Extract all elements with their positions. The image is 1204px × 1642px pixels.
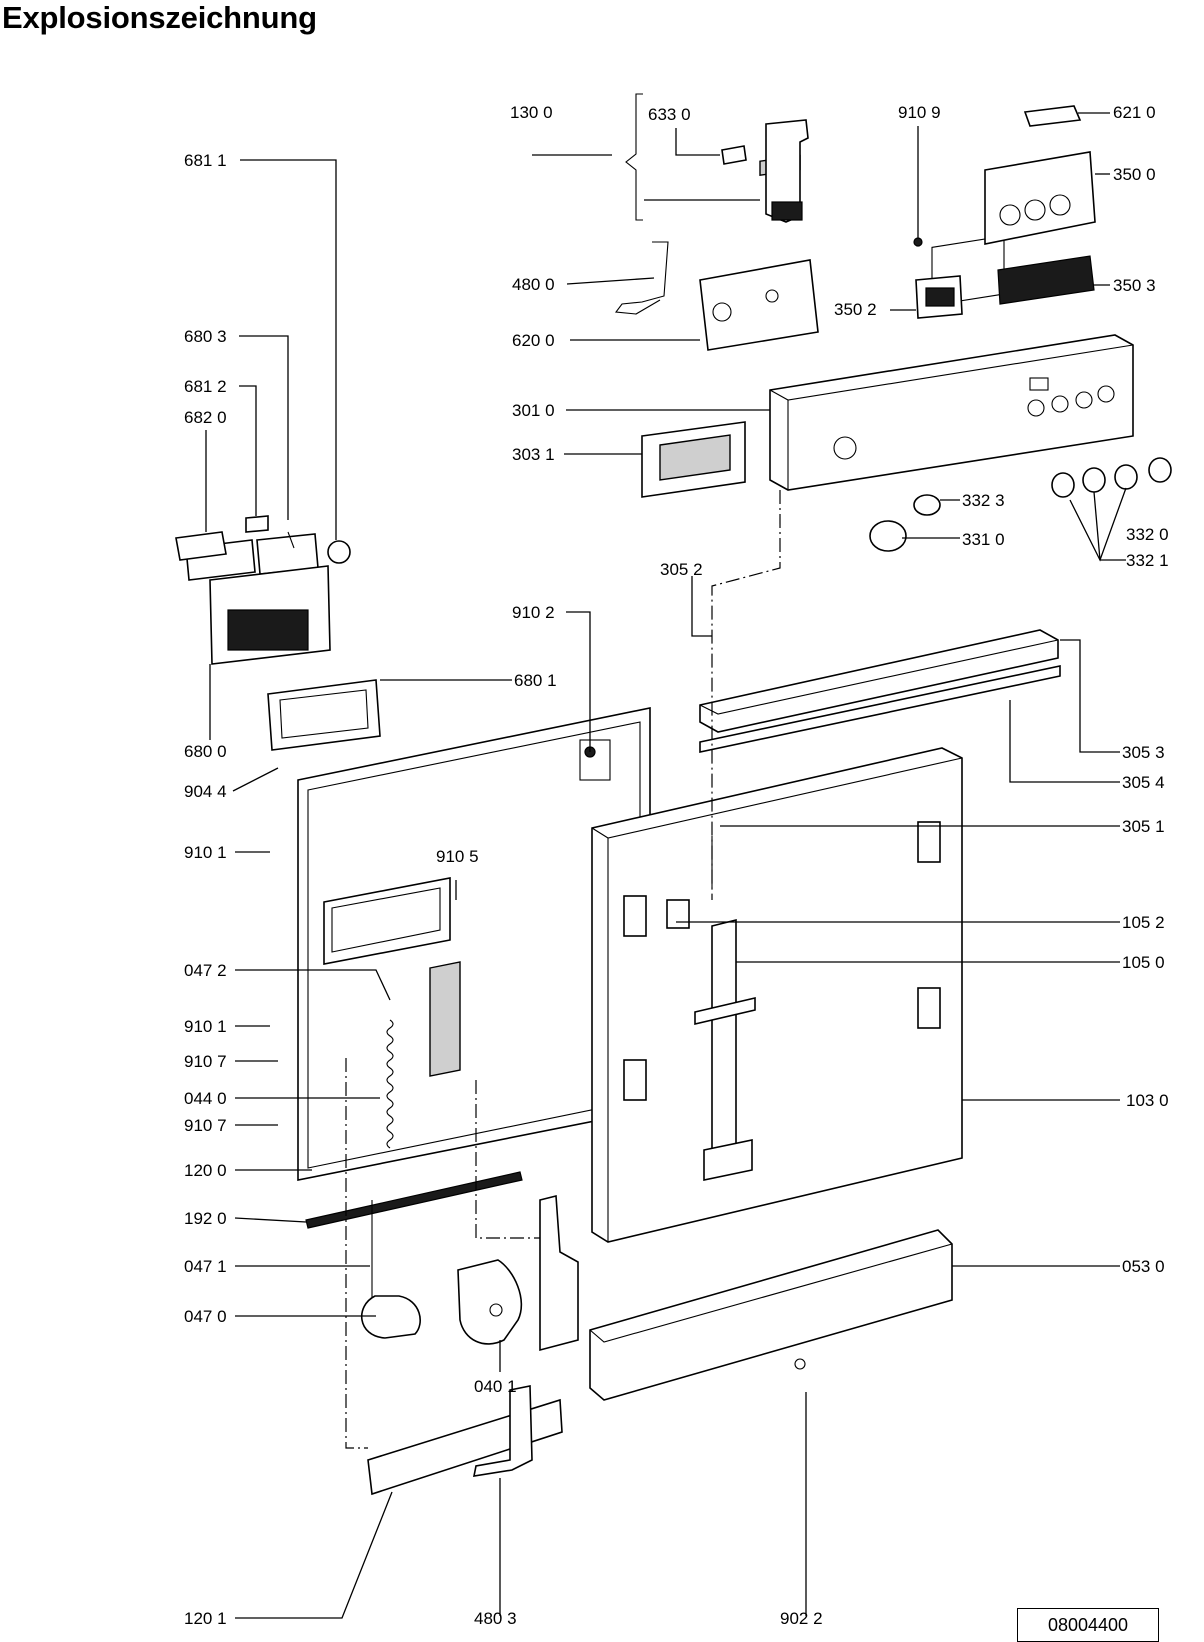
callout-label: 620 0 — [512, 331, 555, 350]
callout-label: 633 0 — [648, 105, 691, 124]
callout-label: 910 2 — [512, 603, 555, 622]
callout-label: 350 3 — [1113, 276, 1156, 295]
callout-label: 305 1 — [1122, 817, 1165, 836]
callout-label: 047 2 — [184, 961, 227, 980]
callout-label: 303 1 — [512, 445, 555, 464]
hinge-part — [457, 1194, 579, 1352]
callout-label: 621 0 — [1113, 103, 1156, 122]
callout-label: 044 0 — [184, 1089, 227, 1108]
callout-label: 681 2 — [184, 377, 227, 396]
callout-label: 105 2 — [1122, 913, 1165, 932]
leader-lines — [205, 112, 1127, 1619]
callout-label: 682 0 — [184, 408, 227, 427]
callout-label: 681 1 — [184, 151, 227, 170]
callout-label: 910 1 — [184, 1017, 227, 1036]
drawing-number: 08004400 — [1047, 1614, 1129, 1635]
callout-label: 910 1 — [184, 843, 227, 862]
callout-label: 480 3 — [474, 1609, 517, 1628]
bracket-brace — [625, 93, 643, 221]
callout-label: 305 3 — [1122, 743, 1165, 762]
inner-door-part — [297, 707, 651, 1181]
clip-part — [360, 1295, 421, 1339]
callout-label: 192 0 — [184, 1209, 227, 1228]
callout-label: 047 1 — [184, 1257, 227, 1276]
callout-label: 332 0 — [1126, 525, 1169, 544]
cable-harness-part — [614, 241, 669, 315]
callout-label: 103 0 — [1126, 1091, 1169, 1110]
callout-label: 680 0 — [184, 742, 227, 761]
callout-label: 910 7 — [184, 1052, 227, 1071]
callout-label: 910 9 — [898, 103, 941, 122]
screw-part — [794, 1358, 806, 1370]
screw-part — [913, 237, 923, 247]
page-title: Explosionszeichnung — [2, 0, 317, 35]
control-panel-part — [769, 235, 1134, 491]
callout-label: 120 1 — [184, 1609, 227, 1628]
callout-label: 910 5 — [436, 847, 479, 866]
callout-label: 331 0 — [962, 530, 1005, 549]
assembly-guide-line — [345, 1058, 368, 1449]
switch-unit-part — [984, 105, 1096, 245]
callout-label: 301 0 — [512, 401, 555, 420]
callout-label: 105 0 — [1122, 953, 1165, 972]
callout-label: 040 1 — [474, 1377, 517, 1396]
bottom-strip-part — [367, 1385, 563, 1496]
outer-door-part — [591, 747, 963, 1243]
dispenser-part — [175, 515, 351, 665]
button-strip-part — [997, 255, 1095, 305]
callout-label: 120 0 — [184, 1161, 227, 1180]
callout-label: 680 3 — [184, 327, 227, 346]
callout-label: 053 0 — [1122, 1257, 1165, 1276]
callout-label: 350 0 — [1113, 165, 1156, 184]
callout-label: 350 2 — [834, 300, 877, 319]
display-holder-part — [915, 275, 963, 319]
trim-strip-part — [699, 629, 1061, 753]
bottom-channel-part — [589, 1229, 953, 1401]
assembly-guide-line — [475, 1080, 540, 1239]
knob-parts — [869, 457, 1172, 552]
drawing-number-box: 08004400 — [1017, 1608, 1159, 1642]
callout-label: 332 1 — [1126, 551, 1169, 570]
callout-label: 305 2 — [660, 560, 703, 579]
callout-labels: 130 0 633 0 910 9 621 0 350 0 681 1 480 … — [184, 103, 1169, 1628]
rail-part — [305, 1171, 523, 1229]
callout-label: 904 4 — [184, 782, 227, 801]
handle-insert-part — [641, 421, 746, 498]
callout-label: 047 0 — [184, 1307, 227, 1326]
gasket-part — [267, 679, 381, 751]
callout-label: 305 4 — [1122, 773, 1165, 792]
callout-label: 130 0 — [510, 103, 553, 122]
callout-label: 332 3 — [962, 491, 1005, 510]
callout-label: 480 0 — [512, 275, 555, 294]
lock-assembly-part — [721, 119, 809, 223]
callout-label: 680 1 — [514, 671, 557, 690]
spring-part — [386, 1019, 394, 1149]
callout-label: 910 7 — [184, 1116, 227, 1135]
callout-label: 902 2 — [780, 1609, 823, 1628]
